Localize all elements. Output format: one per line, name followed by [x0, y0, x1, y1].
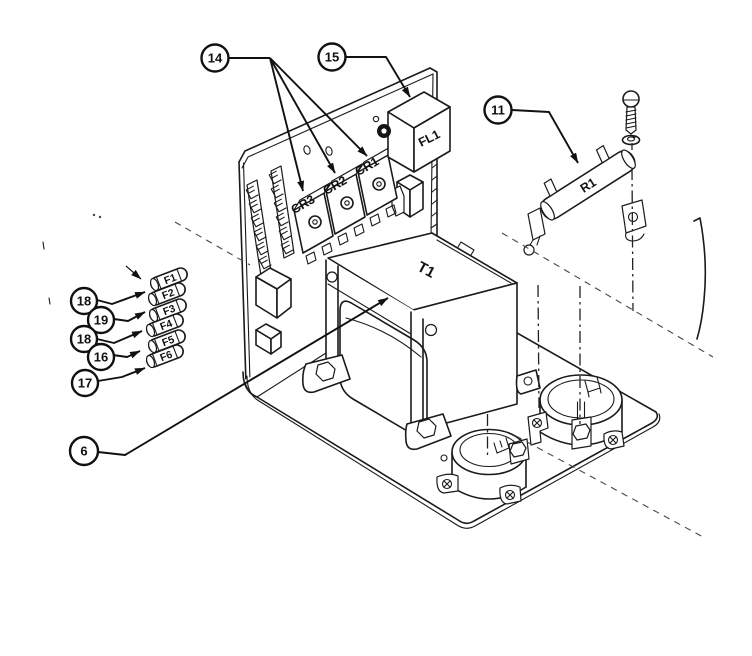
filter-fl1: FL1	[387, 91, 451, 173]
callout-18-lower: 18	[69, 324, 99, 354]
fuse-f4: F4	[145, 313, 184, 338]
callout-16: 16	[86, 342, 116, 372]
label-f1: F1	[162, 272, 178, 288]
relay-cr1	[357, 144, 398, 227]
label-f6: F6	[158, 349, 174, 365]
leader-18-to-f4	[96, 330, 143, 344]
svg-text:15: 15	[325, 50, 339, 65]
transformer-t1: T1	[302, 232, 541, 451]
callout-15: 15	[317, 42, 347, 72]
panel-grommet	[372, 115, 391, 138]
callout-19: 19	[86, 305, 116, 335]
fuse-f2: F2	[147, 282, 186, 307]
panel-hole	[325, 146, 333, 156]
panel-component-box-2	[255, 323, 282, 355]
label-f5: F5	[160, 334, 176, 350]
callout-18-upper: 18	[69, 286, 99, 316]
svg-text:19: 19	[94, 313, 108, 328]
pointer-to-f1	[125, 265, 142, 280]
leader-6-to-panel	[97, 297, 389, 456]
callout-14: 14	[200, 43, 230, 73]
transformer-coil	[339, 300, 428, 439]
callout-6: 6	[68, 435, 100, 467]
plate-hole	[440, 454, 448, 462]
lock-washer	[621, 134, 641, 146]
clamp-bolt-bracket	[508, 438, 530, 465]
adjacent-part-edge	[693, 217, 707, 340]
mounting-screw	[622, 90, 640, 135]
leader-lines	[96, 56, 579, 456]
panel-hole	[303, 145, 311, 155]
leader-14-to-cr1	[269, 57, 368, 157]
label-f4: F4	[158, 318, 174, 334]
leader-16-to-f5	[112, 350, 141, 359]
fuse-clip-strip-right	[268, 165, 295, 259]
svg-text:6: 6	[80, 444, 87, 459]
label-t1: T1	[414, 258, 437, 281]
resistor-bracket-left	[523, 207, 546, 256]
label-f2: F2	[160, 287, 176, 303]
leader-14-to-cr2	[269, 57, 336, 174]
fuse-f1: F1	[149, 267, 188, 292]
fuse-f6: F6	[145, 344, 184, 369]
centerline-screw-lower	[631, 167, 634, 312]
clamp-tab-left	[436, 473, 459, 494]
svg-text:16: 16	[94, 350, 108, 365]
panel-component-box-1	[255, 267, 292, 319]
resistor-bracket-right	[621, 199, 647, 242]
fuse-f5: F5	[147, 329, 186, 354]
transformer-foot-rear	[515, 369, 541, 395]
print-marks	[42, 213, 102, 305]
svg-text:18: 18	[77, 294, 91, 309]
relay-cr2	[325, 163, 366, 246]
relay-cr3	[293, 182, 334, 265]
resistor-r1: R1	[523, 145, 647, 256]
svg-text:17: 17	[78, 376, 92, 391]
callout-11: 11	[483, 95, 513, 125]
leader-14-to-cr3	[269, 57, 304, 192]
leader-11-to-r1	[511, 109, 579, 164]
projection-line-upper	[501, 232, 714, 358]
leader-18-to-f2	[96, 291, 146, 305]
svg-text:18: 18	[77, 332, 91, 347]
leader-17-to-f6	[97, 367, 146, 382]
projection-line-fuses	[174, 221, 251, 266]
clamp-tab-right2	[499, 484, 522, 505]
clamp-tab-right	[603, 430, 625, 450]
fuse-clip-strip-left	[245, 179, 272, 277]
callout-17: 17	[70, 368, 100, 398]
centerline-rear-clamp-left	[537, 284, 540, 409]
clamp-bracket-left	[527, 411, 549, 446]
transformer-foot-left	[302, 354, 351, 394]
capacitor-clamp-rear	[527, 374, 625, 450]
leader-15-to-fl1	[346, 56, 411, 98]
leader-19-to-f3	[113, 311, 146, 322]
capacitor-clamp-front	[436, 428, 530, 505]
transformer-foot-front	[404, 413, 452, 451]
svg-text:14: 14	[208, 51, 223, 66]
svg-text:11: 11	[491, 103, 505, 118]
